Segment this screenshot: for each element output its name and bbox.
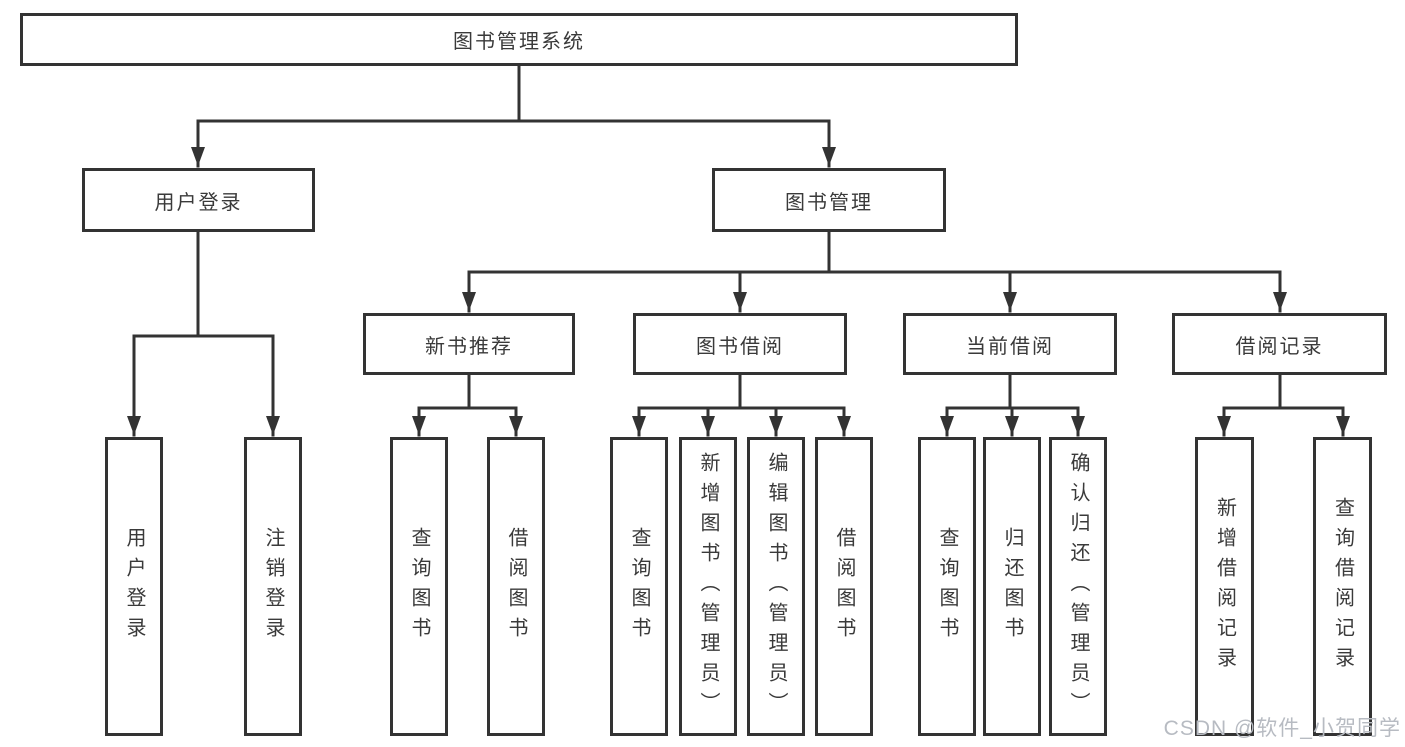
leaf-query-books-recommend: 查询图书 <box>390 437 448 736</box>
leaf-return-books: 归还图书 <box>983 437 1041 736</box>
node-new-book-recommendation: 新书推荐 <box>363 313 575 375</box>
node-label: 新增借阅记录 <box>1213 496 1236 677</box>
leaf-add-borrow-record: 新增借阅记录 <box>1195 437 1254 736</box>
node-label: 借阅图书 <box>833 526 855 647</box>
node-label: 查询借阅记录 <box>1331 496 1354 677</box>
node-book-management: 图书管理 <box>712 168 946 232</box>
node-label: 查询图书 <box>408 526 430 647</box>
leaf-add-books-admin: 新增图书（管理员） <box>679 437 737 736</box>
node-label: 新书推荐 <box>425 335 513 358</box>
node-label: 新增图书（管理员） <box>697 451 719 722</box>
leaf-user-login: 用户登录 <box>105 437 163 736</box>
leaf-query-books-borrowing: 查询图书 <box>610 437 668 736</box>
watermark-text: CSDN @软件_小贺同学 <box>1163 717 1401 740</box>
node-label: 图书借阅 <box>696 335 784 358</box>
node-label: 借阅图书 <box>505 526 527 647</box>
node-current-borrowing: 当前借阅 <box>903 313 1117 375</box>
node-library-management-system: 图书管理系统 <box>20 13 1018 66</box>
leaf-edit-books-admin: 编辑图书（管理员） <box>747 437 805 736</box>
node-user-login: 用户登录 <box>82 168 315 232</box>
node-label: 图书管理 <box>785 191 873 214</box>
node-label: 归还图书 <box>1001 526 1023 647</box>
node-label: 注销登录 <box>262 526 284 647</box>
node-label: 当前借阅 <box>966 335 1054 358</box>
leaf-borrow-books-recommend: 借阅图书 <box>487 437 545 736</box>
node-label: 编辑图书（管理员） <box>765 451 787 722</box>
leaf-confirm-return-admin: 确认归还（管理员） <box>1049 437 1107 736</box>
node-label: 用户登录 <box>154 191 243 214</box>
node-label: 图书管理系统 <box>453 31 585 53</box>
node-borrowing-records: 借阅记录 <box>1172 313 1387 375</box>
node-label: 用户登录 <box>123 526 145 647</box>
leaf-query-borrow-record: 查询借阅记录 <box>1313 437 1372 736</box>
node-label: 借阅记录 <box>1235 335 1324 358</box>
node-book-borrowing: 图书借阅 <box>633 313 847 375</box>
leaf-borrow-books-borrowing: 借阅图书 <box>815 437 873 736</box>
leaf-logout: 注销登录 <box>244 437 302 736</box>
node-label: 确认归还（管理员） <box>1067 451 1089 722</box>
node-label: 查询图书 <box>936 526 958 647</box>
leaf-query-books-current: 查询图书 <box>918 437 976 736</box>
node-label: 查询图书 <box>628 526 650 647</box>
